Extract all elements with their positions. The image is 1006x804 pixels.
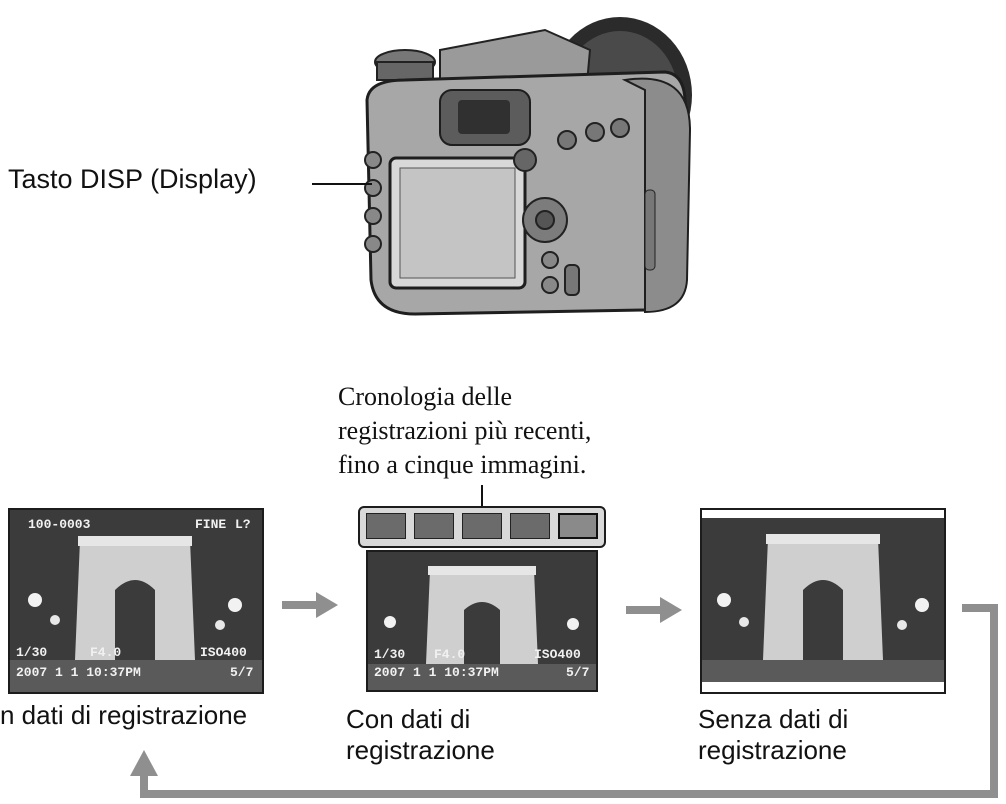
osd-aperture: F4.0	[90, 646, 121, 660]
history-thumbnail	[414, 513, 454, 539]
caption-line: Con dati di	[346, 704, 495, 735]
history-note: Cronologia delle registrazioni più recen…	[338, 380, 678, 482]
osd-shutter: 1/30	[374, 648, 405, 662]
osd-iso: ISO400	[534, 648, 581, 662]
arc-de-triomphe-photo	[702, 510, 944, 692]
screen-without-recording-data	[700, 508, 946, 694]
camera-back-illustration	[345, 10, 705, 330]
history-thumbnail	[366, 513, 406, 539]
screen-with-recording-data: 1/30 F4.0 ISO400 2007 1 1 10:37PM 5/7	[366, 550, 598, 692]
history-thumbnail-selected	[558, 513, 598, 539]
history-note-line: Cronologia delle	[338, 380, 678, 414]
screen-3-caption: Senza dati di registrazione	[698, 704, 848, 766]
osd-aperture: F4.0	[434, 648, 465, 662]
osd-datetime: 2007 1 1 10:37PM	[16, 666, 141, 680]
caption-line: registrazione	[698, 735, 848, 766]
osd-iso: ISO400	[200, 646, 247, 660]
osd-datetime: 2007 1 1 10:37PM	[374, 666, 499, 680]
screen-1-caption: n dati di registrazione	[0, 700, 247, 731]
right-arrow-icon	[626, 595, 682, 625]
caption-line: Senza dati di	[698, 704, 848, 735]
osd-quality: FINE	[195, 518, 226, 532]
history-thumbnail	[510, 513, 550, 539]
disp-button-label: Tasto DISP (Display)	[8, 164, 257, 195]
history-note-line: registrazioni più recenti,	[338, 414, 678, 448]
history-note-line: fino a cinque immagini.	[338, 448, 678, 482]
history-thumbnail-strip	[358, 506, 606, 548]
caption-line: registrazione	[346, 735, 495, 766]
screen-2-caption: Con dati di registrazione	[346, 704, 495, 766]
screen-full-recording-data: 100-0003 FINE L? 1/30 F4.0 ISO400 2007 1…	[8, 508, 264, 694]
osd-image-size: L?	[235, 518, 251, 532]
osd-shutter: 1/30	[16, 646, 47, 660]
right-arrow-icon	[282, 590, 338, 620]
osd-folder-file: 100-0003	[28, 518, 90, 532]
osd-frame-counter: 5/7	[230, 666, 253, 680]
osd-frame-counter: 5/7	[566, 666, 589, 680]
history-thumbnail	[462, 513, 502, 539]
